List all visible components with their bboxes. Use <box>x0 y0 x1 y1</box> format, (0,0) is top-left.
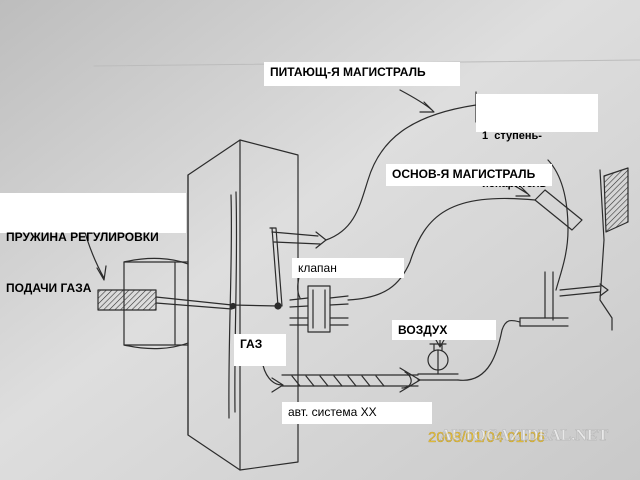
spring-coil <box>97 289 157 311</box>
feed-line-pipe <box>325 104 477 241</box>
stage1-label-line1: 1 ступень- <box>482 130 542 142</box>
gas-label: ГАЗ <box>234 334 286 366</box>
spring-label-line2: ПОДАЧИ ГАЗА <box>6 281 92 295</box>
valve-body <box>289 285 349 333</box>
spring-label: ПРУЖИНА РЕГУЛИРОВКИ ПОДАЧИ ГАЗА <box>0 193 186 295</box>
feed-line-arrow <box>399 89 435 113</box>
air-label: ВОЗДУХ <box>392 320 496 340</box>
spring-housing <box>123 257 189 350</box>
date-stamp: 2008/01/04 01:06 <box>428 429 545 446</box>
feed-line-label: ПИТАЮЩ-Я МАГИСТРАЛЬ <box>264 62 460 86</box>
watermark: AUTOGAZIDEAL.NET <box>440 427 609 444</box>
valve-label: клапан <box>292 258 404 278</box>
main-line-label: ОСНОВ-Я МАГИСТРАЛЬ <box>386 164 552 186</box>
main-line-nozzle <box>534 189 583 231</box>
spring-rod <box>155 296 233 310</box>
stage1-label: 1 ступень- испаритель <box>476 94 598 190</box>
mixer-hatch <box>603 167 629 233</box>
air-line-pipe <box>457 319 521 381</box>
idle-system-pipe <box>281 367 421 393</box>
main-line-pipe <box>347 197 536 301</box>
air-valve <box>417 343 459 381</box>
spring-label-line1: ПРУЖИНА РЕГУЛИРОВКИ <box>6 230 159 244</box>
idle-system-label: авт. система ХХ <box>282 402 432 424</box>
